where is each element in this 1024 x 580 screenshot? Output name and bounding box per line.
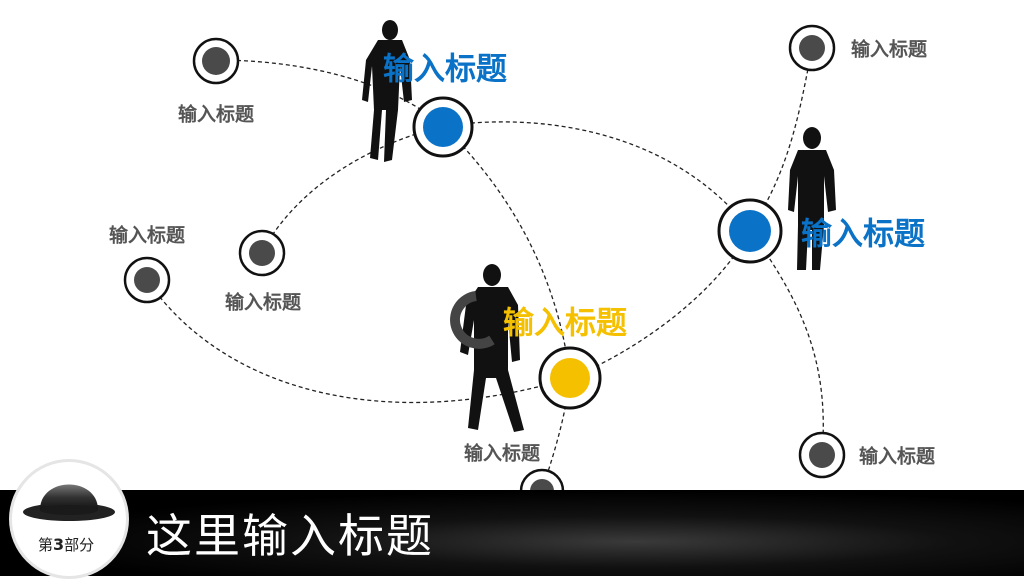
- footer-title: 这里输入标题: [146, 509, 434, 563]
- connector-line: [146, 279, 571, 404]
- node-bottom-right: [798, 431, 846, 479]
- node-right-blue: [717, 198, 783, 264]
- label-inner-left: 输入标题: [224, 291, 302, 314]
- label-top-left: 输入标题: [177, 103, 255, 126]
- label-bottom-center: 输入标题: [463, 442, 541, 465]
- businessman-silhouette-top: [362, 20, 412, 162]
- connector-line: [215, 59, 444, 127]
- section-badge: [12, 462, 126, 576]
- connector-line: [442, 121, 751, 231]
- connector-line: [261, 125, 444, 253]
- label-left: 输入标题: [108, 224, 186, 247]
- label-bottom-right: 输入标题: [858, 445, 936, 468]
- section-badge-text: 第3部分: [38, 534, 94, 555]
- node-top-blue: [412, 96, 474, 158]
- node-center-yellow: [538, 346, 602, 410]
- label-center-yellow: 输入标题: [503, 305, 627, 342]
- connector-line: [442, 125, 571, 379]
- node-left: [123, 256, 171, 304]
- node-top-left: [192, 37, 240, 85]
- label-top-blue: 输入标题: [383, 51, 507, 88]
- node-inner-left: [238, 229, 286, 277]
- badge-suffix: 部分: [64, 536, 95, 554]
- businessman-silhouette-center: [450, 264, 524, 432]
- node-top-right: [788, 24, 836, 72]
- label-top-right: 输入标题: [850, 38, 928, 61]
- businessman-silhouette-right: [788, 127, 836, 270]
- label-right-blue: 输入标题: [801, 216, 925, 253]
- badge-number: 3: [53, 535, 65, 554]
- badge-prefix: 第: [38, 536, 54, 554]
- footer-bar: [0, 490, 1024, 576]
- bowler-hat-icon: [23, 484, 115, 521]
